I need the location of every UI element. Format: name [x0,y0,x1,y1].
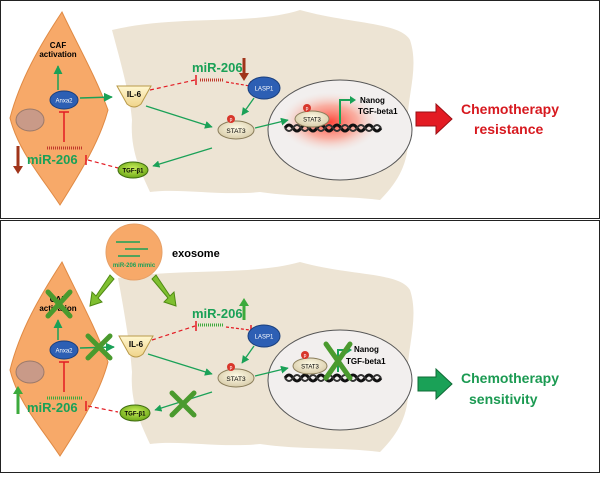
phospho-marker [227,115,235,123]
x-mark-icon [45,289,73,319]
caf-cell [9,260,109,457]
x-mark-icon [169,390,197,418]
lasp1-node [247,324,281,348]
svg-text:p: p [230,117,233,123]
il6-node [116,85,152,108]
phospho-marker [227,363,235,371]
stat3-nuc-node [294,110,330,128]
mir206-caf-label: miR-206 [27,400,78,415]
tgfb1-gene-label: TGF-beta1 [346,357,386,366]
tgfb-label: TGF-β1 [125,412,147,418]
mimic-strands [116,241,148,257]
mir206-caf-label: miR-206 [27,152,78,167]
x-mark-icon [85,333,113,361]
stat3-nuc-label: STAT3 [301,365,319,371]
mir206-lasp1-inhibition [225,81,251,87]
x-mark-icon [323,341,353,381]
tgfb1-gene-label: TGF-beta1 [358,107,398,116]
caf-activation-label-2: activation [39,50,76,59]
delivery-arrow-caf [89,274,115,307]
tgfb-label: TGF-β1 [123,169,145,175]
panel-bottom: miR-206 mimic exosome CAF activation Anx… [9,223,559,457]
exosome [105,223,163,281]
tgfb-node [119,404,151,422]
svg-text:p: p [306,106,309,112]
anxa2-node [49,340,79,360]
mir206-tumor-label: miR-206 [192,306,243,321]
il6-node [118,335,154,358]
stat3-cyto-label: STAT3 [226,128,246,135]
tgfb-node [117,161,149,179]
stat3-cyto-node [217,368,255,388]
nanog-label: Nanog [360,96,385,105]
outcome-bottom-line1: Chemotherapy [461,370,559,386]
stat3-nuc-label: STAT3 [303,118,321,124]
lasp1-label: LASP1 [255,335,274,341]
nanog-label: Nanog [354,345,379,354]
outcome-top-line1: Chemotherapy [461,101,559,117]
delivery-arrow-tumor [151,274,177,307]
stat3-cyto-label: STAT3 [226,376,246,383]
outcome-bottom-line2: sensitivity [469,391,538,407]
svg-text:p: p [230,365,233,371]
dna-strand-b [284,374,382,382]
svg-text:p: p [304,353,307,359]
transcription-arrow [339,99,352,124]
il6-label: IL-6 [129,340,144,349]
lasp1-node [247,76,281,100]
right-arrow-red-icon [415,102,453,136]
exosome-label: exosome [172,248,220,260]
panel-top: CAF activation Anxa2 IL-6 miR-206 TGF-β1… [9,10,559,206]
mir206-tumor-label: miR-206 [192,60,243,75]
mir206-tgf-inhibition [87,159,119,169]
caf-activation-label-1: CAF [50,41,67,50]
anxa2-label: Anxa2 [55,99,73,105]
il6-label: IL-6 [127,90,142,99]
arrow-stat3-nucleus [254,117,289,129]
outcome-top-line2: resistance [474,121,543,137]
arrow-il6-stat3 [145,105,213,129]
mimic-label: miR-206 mimic [113,263,156,269]
caf-nucleus [15,360,45,384]
arrow-anxa2-il6 [79,92,113,102]
anxa2-label: Anxa2 [55,349,73,355]
dna-strand-b [284,124,382,132]
il6-mir-inhibition [149,79,196,91]
caf-nucleus [15,108,45,132]
stat3-nuc-node [292,357,328,375]
stat3-cyto-node [217,120,255,140]
right-arrow-green-icon [417,367,453,401]
arrow-lasp1-stat3 [241,97,255,116]
arrow-stat3-tgf [152,147,213,168]
anxa2-node [49,90,79,110]
lasp1-label: LASP1 [255,87,274,93]
